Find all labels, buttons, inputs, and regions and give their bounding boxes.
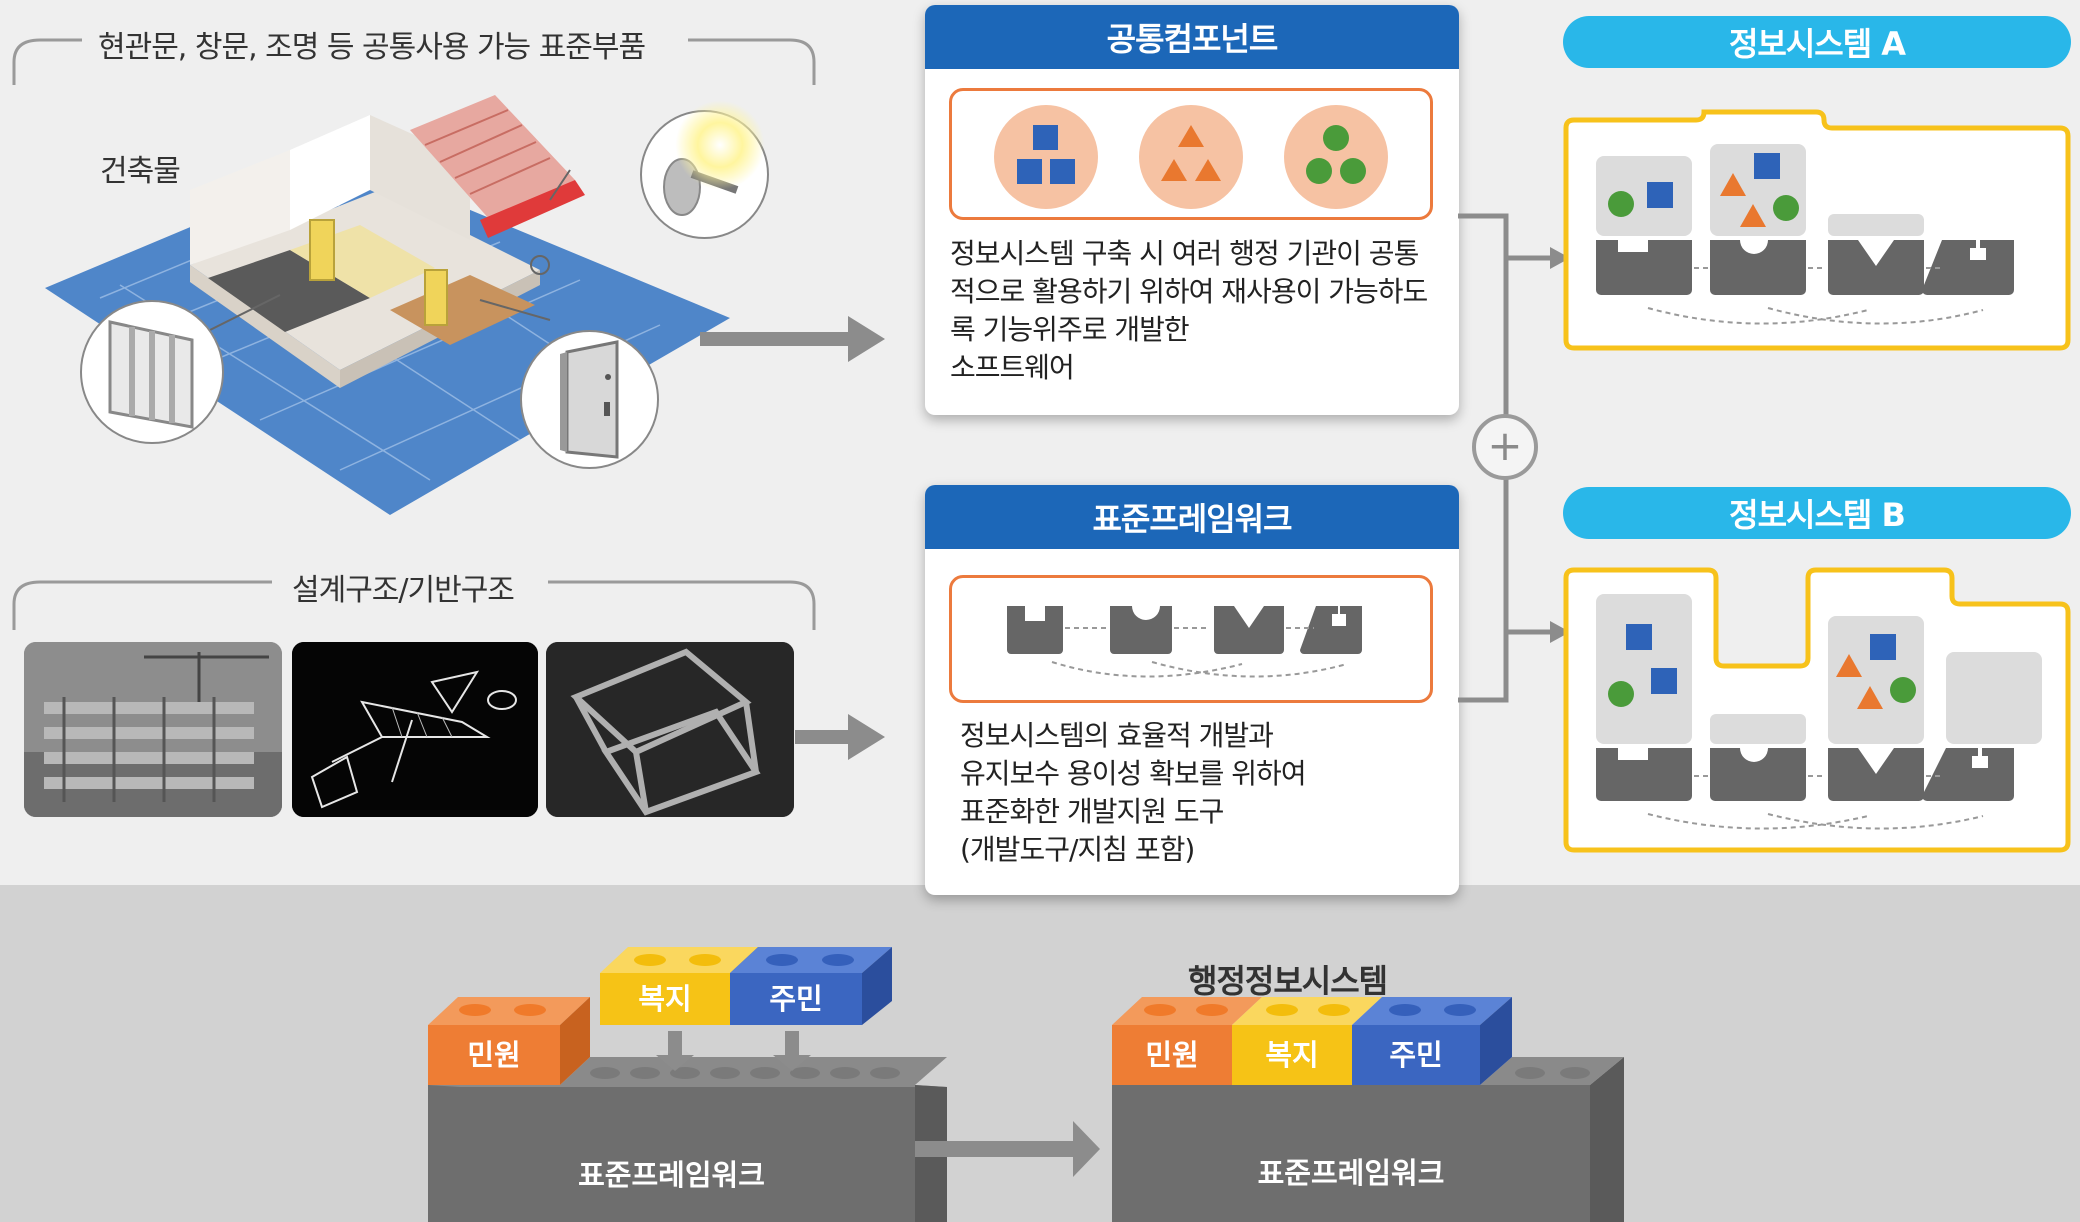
lego-civil-label: 민원 [1145,1038,1199,1072]
window-icon [108,320,194,429]
standard-framework-title: 표준프레임워크 [925,485,1459,549]
door-callout [520,330,659,469]
lego-framework-base-label: 표준프레임워크 [578,1158,765,1192]
door-icon [560,340,619,459]
description-line: 정보시스템 구축 시 여러 행정 기관이 공통 [950,237,1419,270]
description-line: 적으로 활용하기 위하여 재사용이 가능하도 [950,275,1428,308]
description-line: 록 기능위주로 개발한 [950,313,1190,346]
framework-blocks [1007,606,1362,678]
system-a-diagram [1563,109,2071,351]
description-line: 유지보수 용이성 확보를 위하여 [960,757,1307,790]
common-components-title: 공통컴포넌트 [925,5,1459,69]
common-components-card: 공통컴포넌트 정보시스템 구축 시 여러 행정 기관이 공통 적으로 활용하기 … [925,5,1459,415]
lego-civil-label: 민원 [467,1038,521,1072]
bottom-section-background [0,885,2080,1222]
lego-framework-base-label: 표준프레임워크 [1257,1156,1445,1190]
description-line: (개발도구/지침 포함) [960,833,1195,866]
system-a-title: 정보시스템 A [1563,16,2071,68]
framework-blocks-box [949,575,1433,703]
system-b-title: 정보시스템 B [1563,487,2071,539]
lego-resident-label: 주민 [1389,1038,1443,1072]
top-group-title: 현관문, 창문, 조명 등 공통사용 가능 표준부품 [98,30,646,65]
building-illustration [45,95,730,515]
bottom-group-title: 설계구조/기반구조 [292,573,515,608]
component-icons [994,105,1388,209]
description-line: 표준화한 개발지원 도구 [960,795,1224,828]
light-glow [675,100,765,190]
lego-welfare-label: 복지 [638,982,692,1016]
description-line: 정보시스템의 효율적 개발과 [960,719,1274,752]
lego-diagram-graphics [428,947,1624,1222]
standard-framework-description: 정보시스템의 효율적 개발과 유지보수 용이성 확보를 위하여 표준화한 개발지… [960,717,1307,869]
component-icons-box [949,88,1433,220]
lego-resident-label: 주민 [769,982,823,1016]
plus-icon: + [1472,414,1538,480]
description-line: 소프트웨어 [950,351,1075,384]
window-callout [80,300,224,444]
building-construction-photo [24,642,282,817]
common-components-description: 정보시스템 구축 시 여러 행정 기관이 공통 적으로 활용하기 위하여 재사용… [950,235,1428,387]
lego-welfare-label: 복지 [1265,1038,1319,1072]
top-group-bracket [12,38,816,85]
admin-info-system-title: 행정정보시스템 [1188,962,1388,1000]
building-label: 건축물 [100,154,181,189]
structure-frame-photo [546,642,794,817]
standard-framework-card: 표준프레임워크 정보시스템의 효율적 개발과 유지보수 용이성 확보를 위하여 … [925,485,1459,895]
building-to-components-arrow [700,316,885,362]
airplane-frame-photo [292,642,538,817]
system-b-diagram [1563,567,2071,853]
bottom-group-bracket [12,580,816,630]
structure-to-framework-arrow [795,714,885,760]
